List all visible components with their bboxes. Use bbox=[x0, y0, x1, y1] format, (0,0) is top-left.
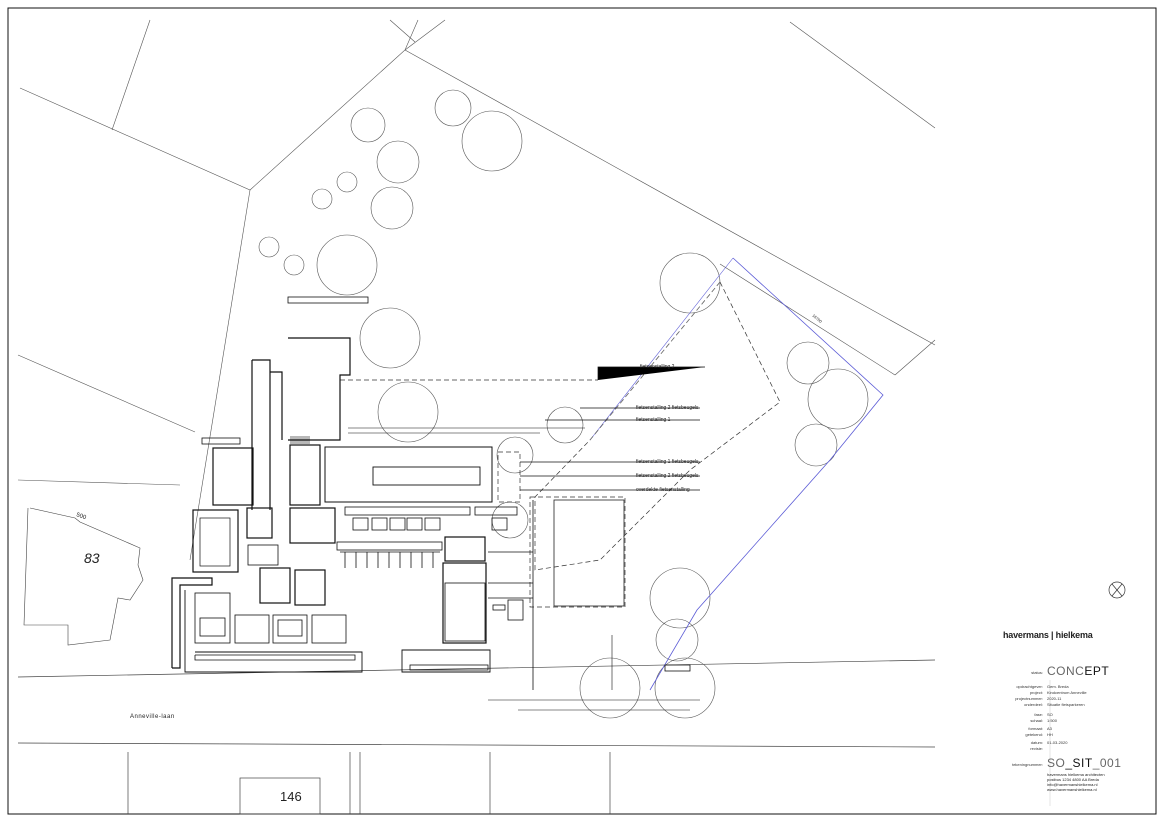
neighbour-building-83 bbox=[23, 507, 144, 646]
status-label: status: bbox=[1031, 670, 1043, 675]
field-label-drawn: getekend: bbox=[1025, 732, 1043, 737]
field-label-revision: revisie: bbox=[1030, 746, 1043, 751]
bike-shelter-outline bbox=[553, 499, 625, 607]
lot-label-500: 500 bbox=[75, 512, 87, 521]
field-value-drawn: HH bbox=[1047, 732, 1053, 737]
note-line: info@havermanshielkema.nl bbox=[1047, 782, 1098, 787]
property-boundary bbox=[649, 257, 884, 691]
dashed-outlines bbox=[340, 281, 781, 608]
note-line: postbus 1234 4800 AA Breda bbox=[1047, 777, 1099, 782]
field-value-project: Kindcentrum Anneville bbox=[1047, 690, 1087, 695]
annotation-5: fietsenstalling 2 fietsbeugels bbox=[636, 473, 699, 479]
lot-label-146: 146 bbox=[280, 789, 302, 804]
note-line: havermans hielkema architecten bbox=[1047, 772, 1105, 777]
field-label-project: project: bbox=[1029, 690, 1043, 695]
field-label-part: onderdeel: bbox=[1024, 702, 1043, 707]
drawing-number-label: tekeningnummer: bbox=[1012, 762, 1043, 767]
field-label-project-number: projectnummer: bbox=[1015, 696, 1043, 701]
leader-lines bbox=[520, 366, 705, 491]
field-value-client: Gem. Breda bbox=[1047, 684, 1069, 689]
annotation-3: fietsenstalling 1 bbox=[636, 417, 671, 423]
parcel-lines bbox=[17, 19, 936, 561]
annotation-4: fietsenstalling 1 fietsbeugels bbox=[636, 459, 699, 465]
field-value-part: Situatie fietsparkeren bbox=[1047, 702, 1085, 707]
bike-racks bbox=[340, 500, 534, 690]
drawing-number: SO_SIT_001 bbox=[1047, 756, 1122, 770]
north-arrow-icon bbox=[1108, 581, 1126, 599]
lot-label-83: 83 bbox=[84, 550, 100, 566]
field-value-project-number: 2020-11 bbox=[1047, 696, 1062, 701]
field-value-scale: 1:500 bbox=[1047, 718, 1058, 723]
annotation-6: overdekte fietsenstalling bbox=[636, 487, 690, 493]
status-value: CONCEPT bbox=[1047, 664, 1110, 678]
dimension-lines bbox=[348, 427, 700, 711]
field-value-date: 01-03-2020 bbox=[1047, 740, 1068, 745]
note-line: www.havermanshielkema.nl bbox=[1047, 787, 1097, 792]
field-label-client: opdrachtgever: bbox=[1016, 684, 1043, 689]
field-value-format: A3 bbox=[1047, 726, 1052, 731]
stairs bbox=[290, 436, 310, 444]
office-notes: havermans hielkema architecten postbus 1… bbox=[1047, 772, 1147, 792]
title-block: havermans | hielkema status: CONCEPT opd… bbox=[985, 620, 1155, 810]
field-value-phase: SO bbox=[1047, 712, 1053, 717]
boundary-dimension: 16700 bbox=[811, 313, 823, 324]
street-name: Anneville-laan bbox=[130, 714, 175, 720]
field-label-format: formaat: bbox=[1028, 726, 1043, 731]
field-label-phase: fase: bbox=[1034, 712, 1043, 717]
annotation-1: fietsenstalling 2 bbox=[640, 364, 675, 370]
field-label-scale: schaal: bbox=[1030, 718, 1043, 723]
sheet-frame bbox=[7, 7, 1157, 815]
trees bbox=[258, 89, 869, 719]
street bbox=[17, 659, 936, 815]
main-building bbox=[171, 296, 691, 673]
firm-name: havermans | hielkema bbox=[1003, 630, 1093, 640]
annotation-2: fietsenstalling 2 fietsbeugels bbox=[636, 405, 699, 411]
field-label-date: datum: bbox=[1030, 740, 1043, 745]
